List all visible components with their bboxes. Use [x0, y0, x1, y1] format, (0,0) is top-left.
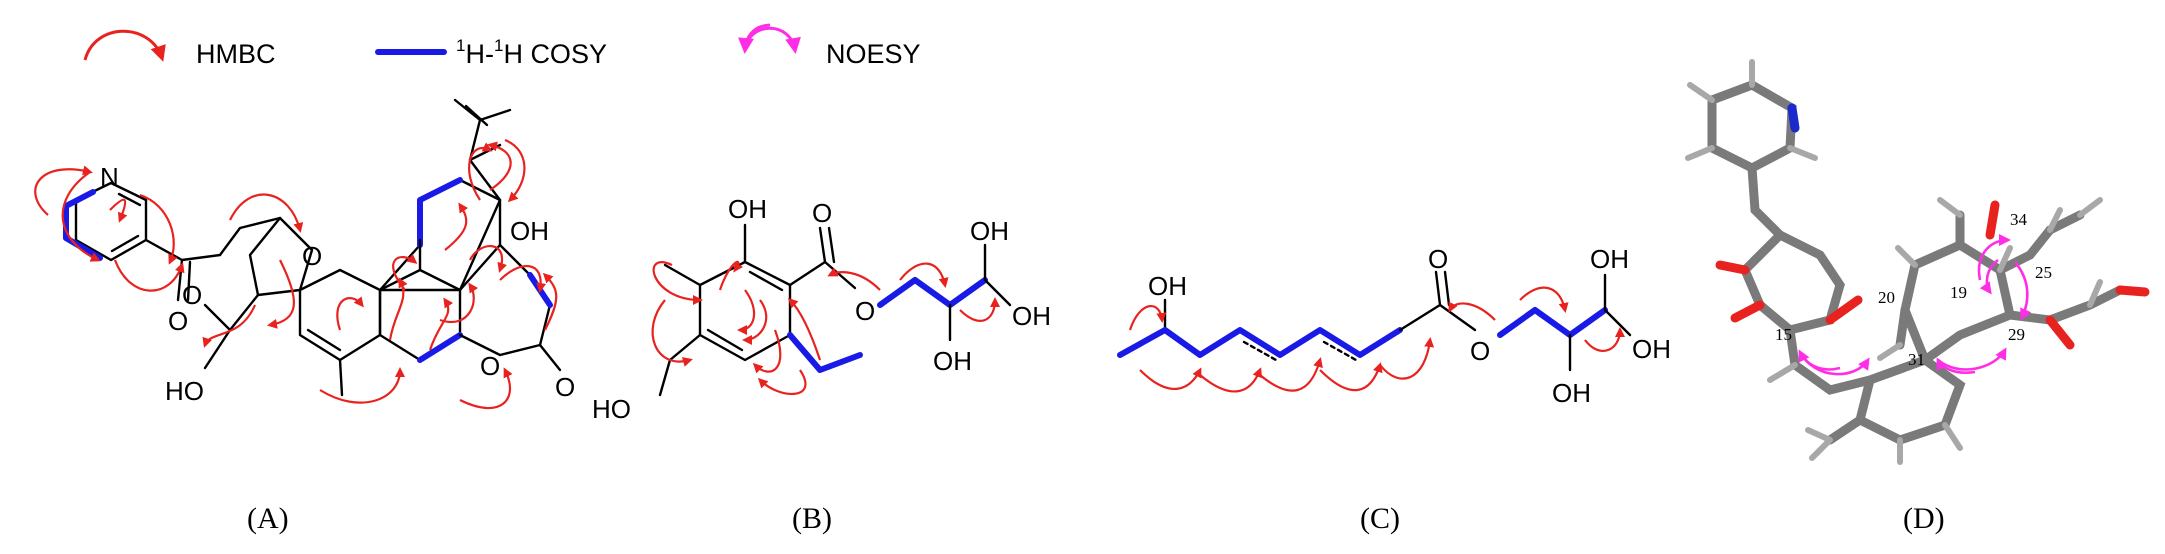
atom-number-19: 19 — [1950, 283, 1967, 302]
structure-c: OH O O OH OH OH — [1117, 244, 1671, 408]
panel-label-d: (D) — [1903, 502, 1945, 535]
ketone-oxygen: O — [168, 306, 188, 336]
atom-number-31: 31 — [1908, 350, 1925, 369]
tertiary-hydroxyl: OH — [510, 216, 549, 246]
legend-hmbc-label: HMBC — [196, 39, 276, 69]
legend-noesy-label: NOESY — [826, 39, 921, 69]
chain-hydroxyl-end: OH — [1012, 301, 1051, 331]
c-ester-carbonyl-oxygen: O — [1428, 244, 1448, 274]
c-hydroxyl-start: OH — [1148, 271, 1187, 301]
chain-hydroxyl-top: OH — [970, 216, 1009, 246]
c-chain-hydroxyl-top: OH — [1590, 244, 1629, 274]
furan-oxygen: O — [302, 241, 322, 271]
acid-hydroxyl: HO — [165, 376, 204, 406]
legend: HMBC 1H-1H COSY NOESY — [83, 23, 921, 69]
ester-carbonyl-oxygen: O — [812, 198, 832, 228]
hmbc-arrow-icon — [83, 29, 166, 62]
atom-number-20: 20 — [1878, 288, 1895, 307]
panel-label-c: (C) — [1360, 502, 1400, 535]
ester-oxygen: O — [855, 296, 875, 326]
panel-label-a: (A) — [247, 502, 289, 535]
legend-noesy: NOESY — [738, 23, 921, 69]
acid-oxygen: O — [182, 280, 202, 310]
structure-a: N O O HO O OH O O — [34, 98, 575, 410]
atom-number-34: 34 — [2010, 210, 2028, 229]
c-chain-hydroxyl-bottom: OH — [1552, 378, 1591, 408]
c-ester-oxygen: O — [1470, 336, 1490, 366]
structure-b: OH HO O O OH OH OH — [592, 194, 1051, 424]
legend-cosy-label: 1H-1H COSY — [456, 36, 607, 69]
atom-number-29: 29 — [2008, 325, 2025, 344]
lactone-ring-oxygen: O — [480, 351, 500, 381]
legend-hmbc: HMBC — [83, 29, 276, 69]
pyridine-nitrogen: N — [100, 162, 119, 192]
lactone-carbonyl-oxygen: O — [555, 372, 575, 402]
phenol-hydroxyl-top: OH — [728, 194, 767, 224]
legend-cosy: 1H-1H COSY — [375, 36, 607, 69]
structure-d-3d-model: 34 25 19 20 29 15 31 — [1685, 59, 2150, 465]
c-chain-hydroxyl-end: OH — [1632, 334, 1671, 364]
panel-label-b: (B) — [792, 502, 832, 535]
atom-number-15: 15 — [1775, 325, 1792, 344]
atom-number-25: 25 — [2035, 263, 2052, 282]
phenol-hydroxyl-left: HO — [592, 394, 631, 424]
chain-hydroxyl-bottom: OH — [933, 346, 972, 376]
